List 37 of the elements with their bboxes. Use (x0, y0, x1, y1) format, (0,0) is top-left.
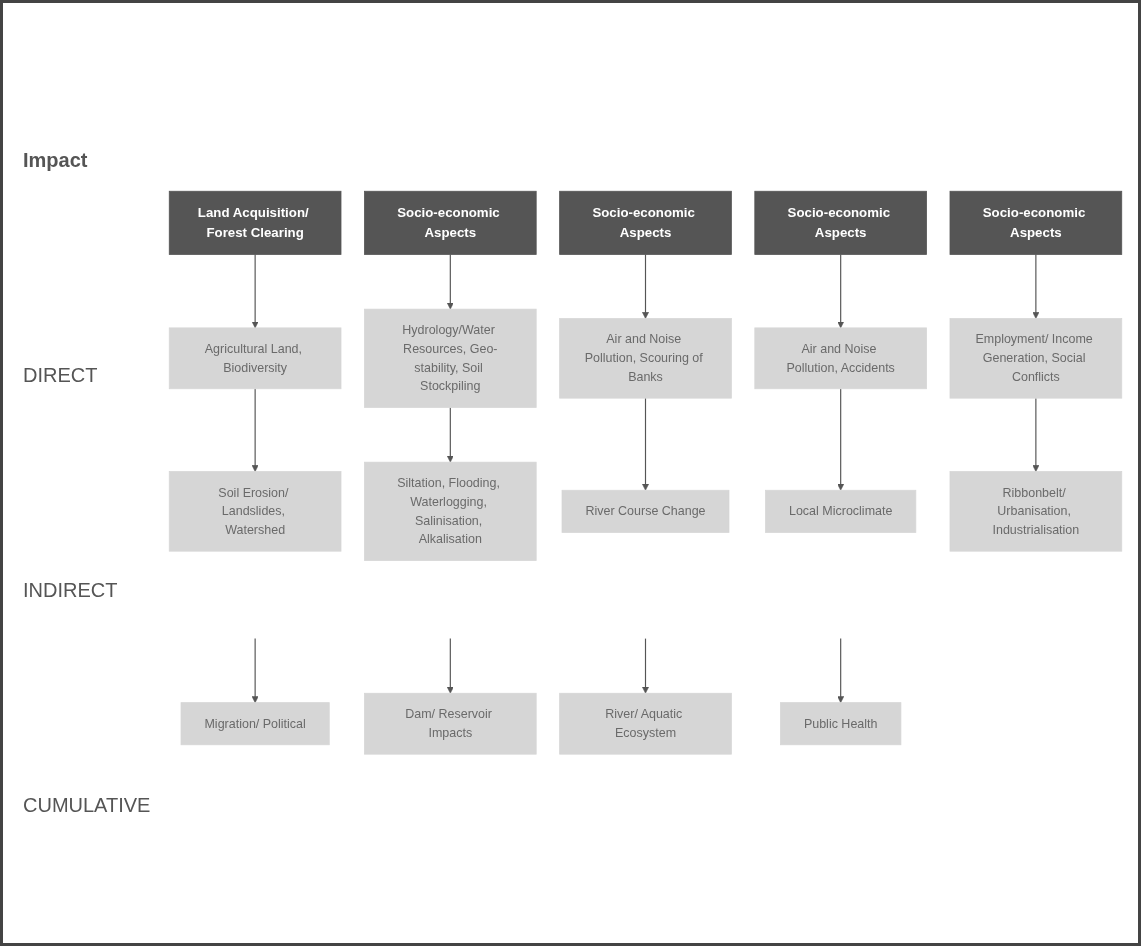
node-box: Air and Noise Pollution, Scouring of Banks (559, 318, 732, 399)
node-box: Socio-economic Aspects (364, 191, 537, 256)
node-box: Ribbonbelt/ Urbanisation, Industrialisation (949, 471, 1123, 552)
node-box: Soil Erosion/ Landslides, Watershed (168, 471, 342, 552)
node-box: Socio-economic Aspects (559, 191, 732, 256)
node-box: Hydrology/Water Resources, Geo-stability, Soil Stockpiling (364, 309, 537, 409)
node-box: Socio-economic Aspects (949, 191, 1123, 256)
arrow (837, 638, 845, 704)
node-box: Dam/ Reservoir Impacts (364, 693, 537, 755)
arrow (642, 397, 649, 491)
node-box: Employment/ Income Generation, Social Conflicts (949, 318, 1123, 399)
arrow (446, 638, 454, 694)
node-box: Agricultural Land, Biodiversity (168, 327, 342, 390)
arrow (642, 638, 649, 694)
row-label: Impact (23, 149, 89, 172)
node-box: Migration/ Political (180, 702, 330, 746)
arrow (837, 388, 845, 491)
row-label: DIRECT (23, 364, 99, 387)
arrow (837, 254, 845, 329)
node-box: River/ Aquatic Ecosystem (559, 693, 732, 755)
arrow (642, 254, 649, 320)
arrow (251, 254, 259, 329)
node-box: Air and Noise Pollution, Accidents (754, 327, 927, 390)
arrow (446, 254, 454, 310)
node-box: Local Microclimate (765, 490, 917, 534)
row-label: CUMULATIVE (23, 794, 152, 817)
node-box: River Course Change (561, 490, 730, 534)
row-label: INDIRECT (23, 579, 119, 602)
node-box: Socio-economic Aspects (754, 191, 927, 256)
arrow (251, 388, 259, 473)
node-box: Land Acquisition/ Forest Clearing (168, 191, 342, 256)
arrow (1032, 254, 1040, 320)
arrow (251, 638, 259, 704)
node-box: Public Health (780, 702, 902, 746)
node-box: Siltation, Flooding, Waterlogging, Salinisation, Alkalisation (364, 462, 537, 562)
arrow (446, 407, 454, 463)
arrow (1032, 397, 1040, 473)
